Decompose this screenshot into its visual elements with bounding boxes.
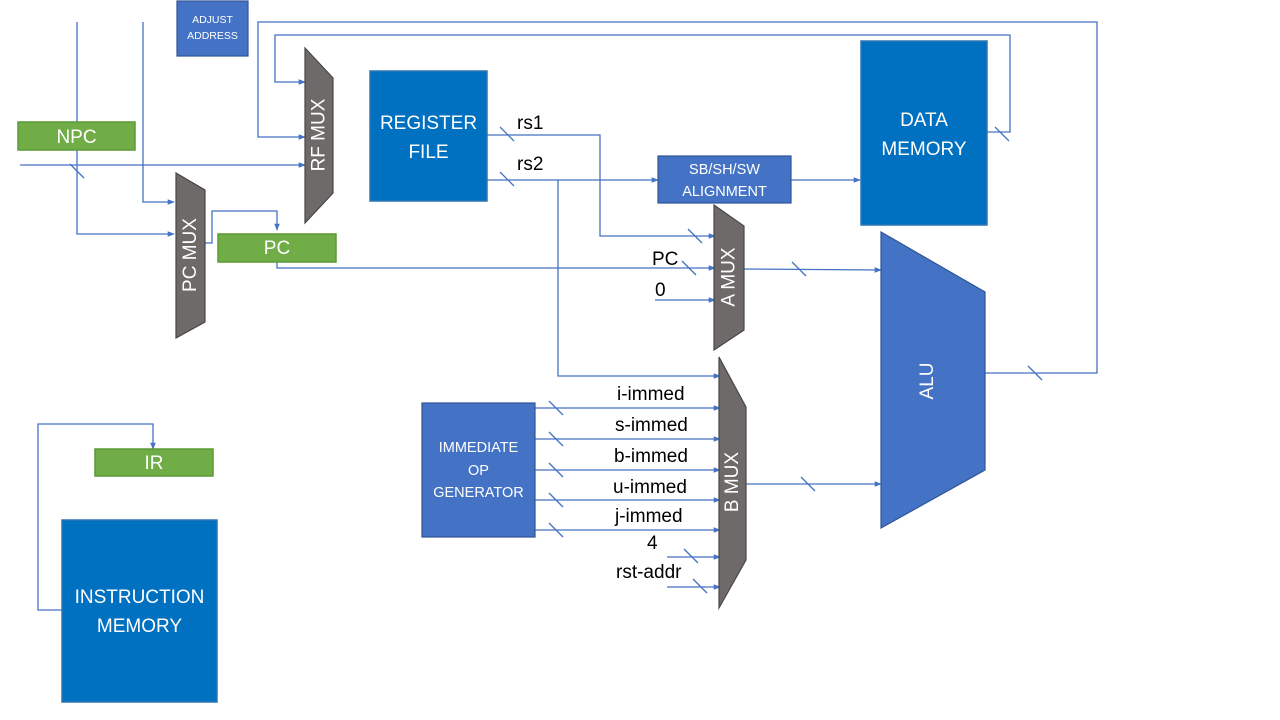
pc-mux: PC MUX	[175, 171, 206, 340]
pc-to-a-mux-wire	[276, 262, 716, 271]
pc-mux-label: PC MUX	[180, 218, 201, 292]
rf-mux-label: RF MUX	[309, 98, 330, 171]
alu-block: ALU	[880, 230, 986, 530]
rst-addr-label: rst-addr	[616, 562, 682, 583]
ir-label: IR	[145, 453, 164, 474]
rs2-to-b-mux-wire	[557, 180, 721, 379]
adjust-address-wire	[142, 22, 175, 205]
rs2-label: rs2	[517, 154, 543, 175]
a-mux-to-alu-wire	[743, 267, 882, 273]
alignment-block: SB/SH/SW ALIGNMENT	[657, 155, 792, 204]
a-mux-label: A MUX	[719, 247, 740, 306]
immediate-generator-label-2: OP	[468, 463, 489, 479]
bus-width-ticks	[69, 126, 1043, 594]
npc-label: NPC	[56, 127, 96, 148]
register-file-label-1: REGISTER	[380, 113, 477, 134]
alignment-label-2: ALIGNMENT	[682, 184, 767, 200]
register-file-block: REGISTER FILE	[369, 70, 488, 202]
register-file-label-2: FILE	[408, 142, 448, 163]
b-mux: B MUX	[718, 356, 747, 611]
alu-label: ALU	[917, 363, 938, 400]
immediate-generator-block: IMMEDIATE OP GENERATOR	[421, 402, 536, 538]
const-4-label: 4	[647, 533, 658, 554]
adjust-address-label-1: ADJUST	[192, 14, 233, 26]
npc-wire	[76, 22, 175, 237]
i-immed-label: i-immed	[617, 384, 685, 405]
instruction-memory-block: INSTRUCTION MEMORY	[61, 519, 218, 703]
a-mux-pc-label: PC	[652, 249, 678, 270]
ir-register: IR	[94, 448, 214, 477]
wires	[20, 21, 1098, 611]
j-immed-label: j-immed	[614, 506, 683, 527]
instruction-memory-to-ir-wire	[37, 423, 156, 611]
alignment-label-1: SB/SH/SW	[689, 162, 760, 178]
rf-mux: RF MUX	[304, 46, 334, 225]
pc-register-label: PC	[264, 238, 290, 259]
adjust-address-block: ADJUST ADDRESS	[176, 0, 249, 57]
data-memory-label-2: MEMORY	[881, 139, 966, 160]
a-mux-zero-label: 0	[655, 280, 666, 301]
immediate-generator-label-3: GENERATOR	[433, 485, 524, 501]
u-immed-label: u-immed	[613, 477, 687, 498]
instruction-memory-label-1: INSTRUCTION	[75, 587, 205, 608]
adjust-address-label-2: ADDRESS	[187, 30, 238, 42]
instruction-memory-label-2: MEMORY	[97, 616, 182, 637]
b-immed-label: b-immed	[614, 446, 688, 467]
data-memory-block: DATA MEMORY	[860, 40, 988, 226]
a-mux: A MUX	[713, 203, 745, 352]
pc-register: PC	[217, 233, 337, 263]
data-memory-label-1: DATA	[900, 110, 948, 131]
b-mux-label: B MUX	[722, 452, 743, 513]
pc-mux-output-wire	[205, 210, 280, 244]
alu-output-wire	[257, 21, 1098, 374]
signal-labels: rs1 rs2 PC 0 i-immed s-immed b-immed u-i…	[517, 113, 688, 583]
rs1-label: rs1	[517, 113, 543, 134]
data-memory-output-wire	[274, 34, 1011, 133]
s-immed-label: s-immed	[615, 415, 688, 436]
npc-register: NPC	[17, 121, 136, 151]
rs1-wire	[487, 134, 716, 239]
immediate-generator-label-1: IMMEDIATE	[439, 440, 519, 456]
